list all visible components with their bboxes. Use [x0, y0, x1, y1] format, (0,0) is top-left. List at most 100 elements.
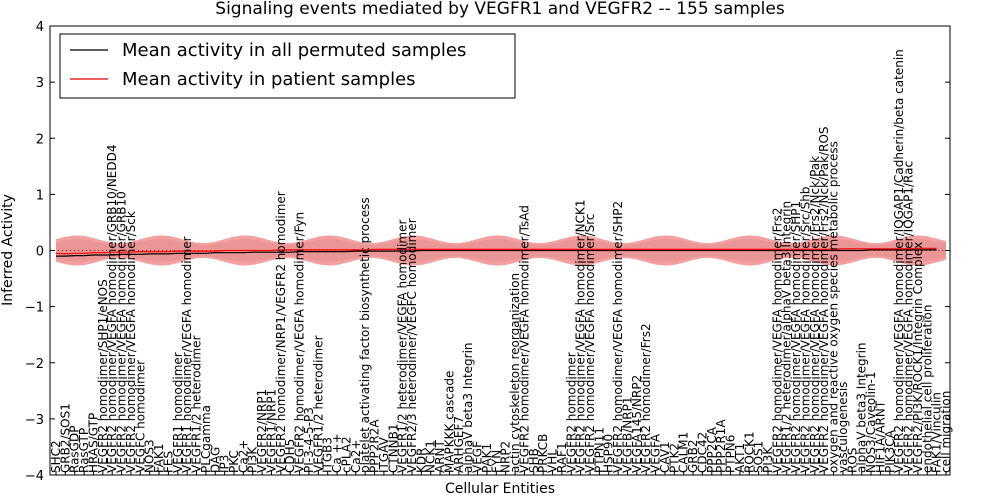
- x-tick-label: CALM1: [677, 432, 691, 473]
- x-tick-label: FYN: [489, 450, 503, 473]
- x-tick-label: IP3: [218, 455, 232, 473]
- x-tick-label: VEGFR2 homodimer/VEGFA homodimer/IQGAP1/…: [892, 49, 906, 473]
- x-tick-label: Ca2+: [236, 440, 250, 473]
- x-tick-label: VEGFR2 homodimer/VEGFA homodimer/Frs2: [770, 208, 784, 474]
- series-lines: [55, 247, 937, 257]
- y-tick-label: −2: [25, 357, 44, 372]
- x-tick-label: DAG: [208, 447, 222, 473]
- x-tick-label: alphaV beta3 Integrin: [461, 342, 475, 473]
- x-tick-label: VEGFR1 homodimer/VEGFA homodimer: [180, 236, 194, 473]
- x-tick-label: PI-3-4-5-P3: [302, 407, 316, 473]
- x-tick-label: AKT1: [733, 443, 747, 473]
- x-tick-label: actin cytoskeleton reorganization: [508, 273, 522, 473]
- x-tick-label: endothelial cell proliferation: [920, 305, 934, 473]
- x-tick-label: VEGFA145/NRP2: [630, 375, 644, 473]
- x-tick-label: GRB2: [686, 439, 700, 473]
- x-axis-title: Cellular Entities: [445, 481, 555, 497]
- x-tick-label: VEGFR2/3 heterodimer/VEGFC homodimer: [405, 218, 419, 473]
- y-tick-label: 1: [36, 188, 44, 203]
- x-tick-label: PTPN11: [592, 427, 606, 473]
- x-tick-label: SHC2: [49, 440, 63, 473]
- x-tick-label: VEGFR1/NRP1: [265, 389, 279, 473]
- x-tick-label: alphaV beta3 Integrin: [855, 342, 869, 473]
- x-tick-label: VEGFR2 homodimer/VEGFA homodimer/Frs2/Nc…: [817, 126, 831, 473]
- x-tick-label: VEGFR2 homodimer/VEGFA homodimer/Fyn: [293, 212, 307, 473]
- x-tick-label: VEGFC homodimer: [133, 360, 147, 473]
- chart-title: Signaling events mediated by VEGFR1 and …: [215, 0, 785, 19]
- x-tick-label: NOS3/Caveolin-1: [864, 371, 878, 473]
- x-tick-label: HRAS/GTP: [87, 413, 101, 473]
- x-tick-label: VEGFR2 homodimer/SHP1/eNOS: [96, 279, 110, 473]
- x-tick-label: PPP2R2A: [368, 419, 382, 473]
- x-tick-label: PKC: [227, 450, 241, 473]
- x-tick-label: Ca ++: [330, 433, 344, 473]
- y-tick-label: −3: [25, 413, 44, 428]
- x-tick-label: KDR: [414, 448, 428, 473]
- x-tick-label: VEGFR2 homodimer/VEGFA homodimer/GRB10/N…: [105, 144, 119, 473]
- x-tick-label: ITGB3: [321, 437, 335, 473]
- x-tick-label: cell migration: [939, 391, 953, 473]
- x-tick-label: PTPN6: [724, 435, 738, 473]
- y-axis-title: Inferred Activity: [0, 194, 16, 306]
- x-tick-label: VEGFB/NRP1: [621, 397, 635, 473]
- y-tick-label: 2: [36, 132, 44, 147]
- x-tick-label: FES: [161, 451, 175, 473]
- x-tick-label: VEGFR2 homodimer/Frs2: [639, 323, 653, 473]
- legend: Mean activity in all permuted samples Me…: [59, 33, 516, 99]
- x-tick-label: PTK2: [667, 443, 681, 473]
- x-tick-label: VEGFR2 homodimer/VEGFA homodimer/Src: [583, 213, 597, 473]
- y-tick-label: −1: [25, 301, 44, 316]
- x-tick-label: vasculogenesis: [836, 382, 850, 473]
- x-tick-label: VEGFR2/PI3K/ROCK1/Integrin Complex: [911, 242, 925, 473]
- x-tick-label: VEGF: [471, 441, 485, 473]
- x-tick-label: RasGTP: [77, 428, 91, 473]
- legend-label-patient: Mean activity in patient samples: [122, 69, 416, 90]
- x-tick-label: VHL: [546, 449, 560, 473]
- series-line-permuted: [56, 249, 937, 257]
- y-tick-label: 4: [36, 20, 44, 35]
- x-axis-labels: SHC2GRB2/SOS1RasGDPRasGTPHRAS/GTPVEGFR2 …: [49, 49, 953, 475]
- x-tick-label: MAPKKK cascade: [443, 371, 457, 473]
- x-tick-label: PIK3CA: [883, 429, 897, 473]
- x-tick-label: SHB: [527, 448, 541, 473]
- x-tick-label: VEGFR2 homodimer/VEGFA homodimer/SHP2: [611, 201, 625, 473]
- x-tick-label: VEGFA: [649, 433, 663, 473]
- x-tick-label: FAK1/Vinculin: [930, 392, 944, 473]
- x-tick-label: ROS: [845, 448, 859, 473]
- x-tick-label: PLCgamma: [199, 405, 213, 473]
- x-tick-label: PRKCB: [536, 434, 550, 473]
- legend-label-permuted: Mean activity in all permuted samples: [122, 40, 466, 61]
- x-tick-label: VEGFR2 homodimer/VEGFA homodimer/Src/Shb: [799, 187, 813, 473]
- x-tick-label: ITGAV: [377, 436, 391, 473]
- x-tick-label: VEGFR2/NRP1: [255, 389, 269, 473]
- x-tick-label: VEGFR2 homodimer/VEGFA homodimer/IQGAP1/…: [902, 161, 916, 473]
- x-tick-label: RAF1: [555, 442, 569, 473]
- x-tick-label: VEGFR1/2 heterodimer: [311, 335, 325, 473]
- x-tick-label: PAK1: [480, 443, 494, 473]
- x-tick-label: PPP2CA: [705, 426, 719, 473]
- y-tick-label: −4: [25, 469, 44, 484]
- x-tick-label: HIF1A/ARNT: [873, 400, 887, 473]
- x-tick-label: VEGFR1/2 heterodimer: [190, 335, 204, 473]
- x-tick-label: VEGFR2 homodimer/VEGFA homodimer/TsAd: [517, 205, 531, 473]
- x-tick-label: CDH5: [283, 439, 297, 473]
- x-tick-label: HSP90: [602, 434, 616, 473]
- legend-box: [59, 33, 516, 99]
- x-tick-label: ARNT: [433, 439, 447, 473]
- y-tick-label: 3: [36, 76, 44, 91]
- x-tick-label: NOS3: [143, 439, 157, 473]
- x-tick-label: oxygen and reactive oxygen species metab…: [827, 141, 841, 473]
- x-tick-label: VEGFR1 homodimer: [171, 352, 185, 473]
- x-tick-label: CDC42: [695, 432, 709, 473]
- x-tick-label: VEGFR2 homodimer/NRP1/VEGFR2 homodimer: [274, 191, 288, 473]
- x-tick-label: VEGFR2 homodimer/VEGFA homodimer/Frs2/Nc…: [808, 156, 822, 473]
- x-tick-label: platelet activating factor biosynthetic …: [358, 197, 372, 473]
- x-tick-label: SOS1: [752, 441, 766, 473]
- x-tick-label: VEGFR2 homodimer/VEGFA homodimer/NCK1: [574, 199, 588, 473]
- x-tick-label: PI3K: [761, 446, 775, 473]
- x-tick-label: RasGDP: [68, 426, 82, 473]
- x-tick-label: NRP2: [499, 441, 513, 473]
- x-tick-label: CAV1: [658, 441, 672, 473]
